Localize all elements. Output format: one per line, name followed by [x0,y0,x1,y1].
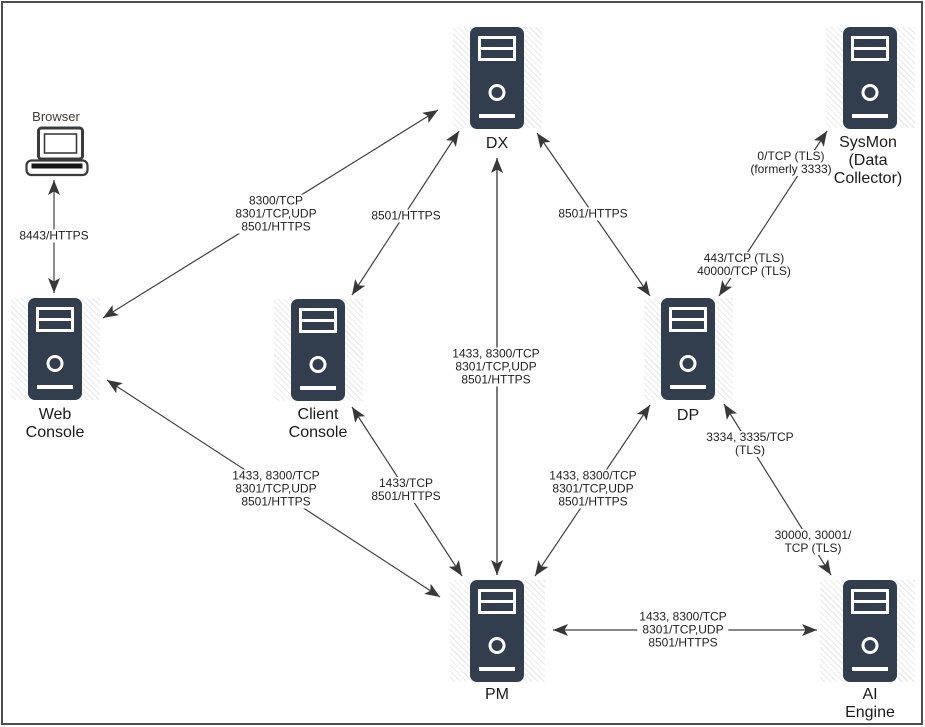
node-label-browser: Browser [32,109,80,124]
server-power-ring [861,84,879,101]
edge-label-client-console-dx: 8501/HTTPS [369,208,443,223]
node-label-client-console: Client Console [288,406,348,441]
server-slit [479,667,515,671]
server-slit [852,114,888,118]
server-bay [299,308,337,333]
server-power-ring [861,637,879,654]
server-slit [479,114,515,118]
edge-label-browser-web-console: 8443/HTTPS [17,228,91,243]
node-label-dp: DP [676,407,700,424]
edge-label-dp-ai-engine-lower: 30000, 30001/ TCP (TLS) [772,528,854,555]
node-label-ai-engine: AI Engine [845,686,895,721]
server-icon-ai-engine [843,580,897,682]
server-power-ring [46,355,64,372]
edge-label-dp-ai-engine-upper: 3334, 3335/TCP (TLS) [704,430,796,457]
server-power-ring [309,356,327,373]
server-icon-pm [470,580,524,682]
server-slit [37,385,73,389]
server-power-ring [679,355,697,372]
edge-label-dx-dp: 8501/HTTPS [556,206,630,221]
node-label-dx: DX [485,135,509,152]
server-bay [36,307,74,332]
edge-label-dp-pm: 1433, 8300/TCP 8301/TCP,UDP 8501/HTTPS [547,468,639,509]
server-icon-client-console [291,299,345,401]
node-label-pm: PM [485,686,509,703]
server-icon-dx [470,27,524,129]
server-icon-dp [661,298,715,400]
server-bay [478,589,516,614]
edge-label-web-console-dx: 8300/TCP 8301/TCP,UDP 8501/HTTPS [233,193,319,234]
laptop-icon [25,126,89,177]
server-bay [669,307,707,332]
edge-label-dx-pm: 1433, 8300/TCP 8301/TCP,UDP 8501/HTTPS [450,346,542,387]
node-label-web-console: Web Console [25,406,85,441]
server-icon-web-console [28,298,82,400]
server-bay [478,36,516,61]
edge-label-pm-ai-engine: 1433, 8300/TCP 8301/TCP,UDP 8501/HTTPS [637,609,729,650]
node-label-sysmon: SysMon (Data Collector) [833,134,903,187]
server-slit [852,667,888,671]
edge-label-dp-sysmon-upper: 0/TCP (TLS) (formerly 3333) [748,149,834,176]
server-power-ring [488,637,506,654]
server-icon-sysmon [843,27,897,129]
server-bay [851,36,889,61]
server-bay [851,589,889,614]
edge-label-web-console-pm: 1433, 8300/TCP 8301/TCP,UDP 8501/HTTPS [230,468,322,509]
server-slit [670,385,706,389]
edge-label-client-console-pm: 1433/TCP 8501/HTTPS [369,476,443,503]
server-slit [300,386,336,390]
edge-label-dp-sysmon-lower: 443/TCP (TLS) 40000/TCP (TLS) [695,251,793,278]
server-power-ring [488,84,506,101]
